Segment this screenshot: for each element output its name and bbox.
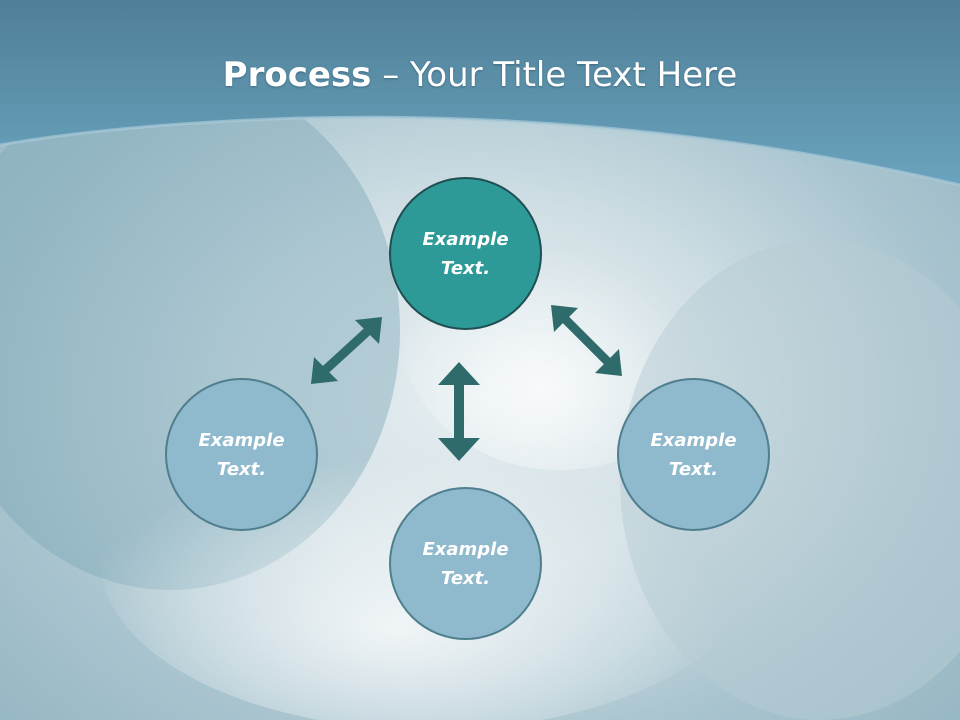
process-node-right[interactable]: Example Text. [617, 378, 770, 531]
node-label: Example Text. [650, 429, 737, 480]
title-text: Your Title Text Here [410, 55, 738, 95]
process-node-top[interactable]: Example Text. [389, 177, 542, 330]
node-label: Example Text. [198, 429, 285, 480]
node-label: Example Text. [422, 538, 509, 589]
process-node-bottom[interactable]: Example Text. [389, 487, 542, 640]
title-bold: Process [222, 55, 372, 95]
title-separator: – [371, 55, 411, 95]
node-label: Example Text. [422, 228, 509, 279]
slide-title: Process – Your Title Text Here [0, 54, 960, 96]
process-node-left[interactable]: Example Text. [165, 378, 318, 531]
